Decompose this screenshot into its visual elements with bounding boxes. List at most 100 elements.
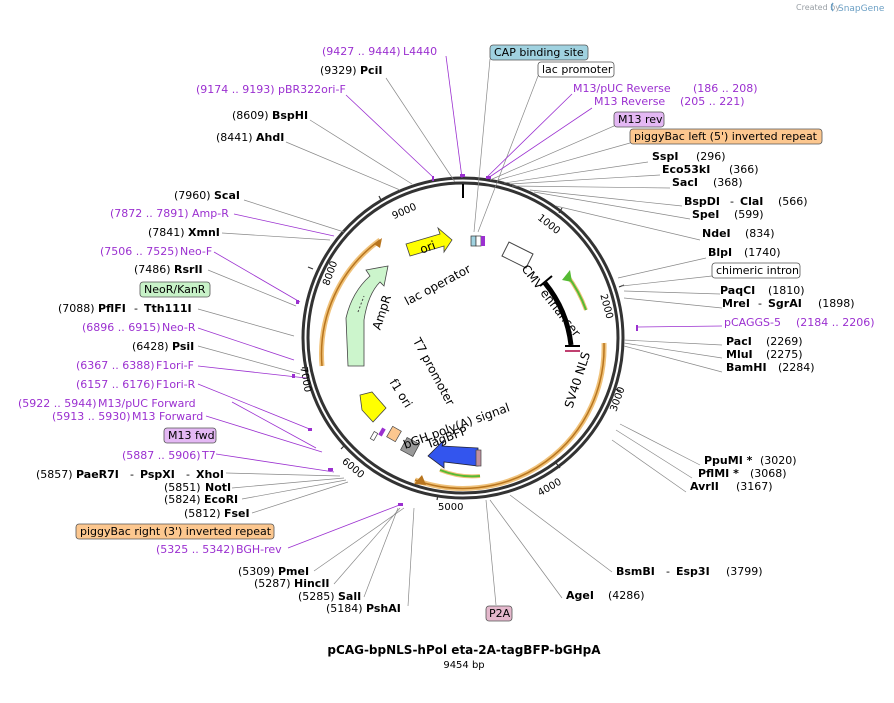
xmni-pos: (7841) <box>148 226 185 239</box>
bsphi-pos: (8609) <box>232 109 269 122</box>
t7-mark <box>369 431 379 441</box>
bsmbi-dash: - <box>666 565 670 578</box>
primer-marks <box>292 174 638 506</box>
scai-label: ScaI <box>214 189 240 202</box>
ndei-label: NdeI <box>702 227 731 240</box>
ahdi-label: AhdI <box>256 131 284 144</box>
eco53ki-label: Eco53kI <box>662 163 710 176</box>
pflfi-pos: (7088) <box>58 302 95 315</box>
backbone-ring-outer <box>301 176 625 500</box>
piggybac-left-box <box>629 128 823 145</box>
neo-f-pos: (7506 .. 7525) <box>100 245 179 258</box>
m13-rev-label-box <box>613 111 665 128</box>
paer7i-label: PaeR7I <box>76 468 119 481</box>
sali-label: SalI <box>338 590 361 603</box>
paqci-label: PaqCI <box>720 284 755 297</box>
snapgene-brand: SnapGene <box>838 4 885 14</box>
ampr-arrow <box>345 265 389 367</box>
psii-pos: (6428) <box>132 340 169 353</box>
ahdi-pos: (8441) <box>216 131 253 144</box>
mlui-label: MluI <box>726 348 753 361</box>
f1-ori-arrow <box>359 391 387 423</box>
grey-box <box>400 437 420 457</box>
tick-label-6000: 6000 <box>339 456 366 481</box>
backbone-ring-inner <box>306 181 620 495</box>
mrei-label: MreI <box>722 297 750 310</box>
amp-r-label: Amp-R <box>192 207 229 220</box>
neor-kanr-label: NeoR/KanR <box>144 283 206 296</box>
m13-reverse-label: M13 Reverse <box>594 95 665 108</box>
rsrii-pos: (7486) <box>134 263 171 276</box>
feature-label-lac-operator: lac operator <box>402 262 473 309</box>
p2a-label-box <box>485 605 513 622</box>
lac-promoter-label-box <box>537 61 615 78</box>
m13-fwd-mark <box>378 427 386 437</box>
ori-arrow <box>405 226 453 257</box>
hincii-pos: (5287) <box>254 577 291 590</box>
scai-pos: (7960) <box>174 189 211 202</box>
paqci-pos: (1810) <box>768 284 805 297</box>
xhoi-label: XhoI <box>196 468 224 481</box>
m13-forward-label: M13 Forward <box>132 410 203 423</box>
piggybac-right-box <box>75 523 275 540</box>
p2a-label: P2A <box>489 607 511 620</box>
feature-label-t7-promoter: T7 promoter <box>410 335 458 408</box>
bsmbi-label: BsmBI <box>616 565 655 578</box>
f1ori-r-label: F1ori-R <box>156 378 196 391</box>
paci-pos: (2269) <box>766 335 803 348</box>
pcaggs-label: pCAGGS-5 <box>724 316 781 329</box>
sgrai-label: SgrAI <box>768 297 802 310</box>
agei-pos: (4286) <box>608 589 645 602</box>
m13-puc-fwd-label: M13/pUC Forward <box>98 397 196 410</box>
m13-rev-label: M13 rev <box>618 113 663 126</box>
cargo-arrowhead <box>414 475 426 485</box>
pcaggs-pos: (2184 .. 2206) <box>796 316 875 329</box>
neo-r-pos: (6896 .. 6915) <box>82 321 161 334</box>
feature-label-cmv-enhancer: CMV enhancer <box>519 262 584 339</box>
f1ori-f-pos: (6367 .. 6388) <box>76 359 155 372</box>
agei-label: AgeI <box>566 589 594 602</box>
saci-label: SacI <box>672 176 698 189</box>
rsrii-label: RsrII <box>174 263 203 276</box>
m13-fwd-label-box <box>163 427 217 444</box>
ampr-orange-arc-core <box>320 239 381 367</box>
blpi-pos: (1740) <box>744 246 781 259</box>
bspdi-pos: (566) <box>778 195 808 208</box>
avrii-label: AvrII <box>690 480 719 493</box>
snapgene-logo-icon <box>830 2 834 12</box>
ndei-pos: (834) <box>745 227 775 240</box>
pflmi-label: PflMI * <box>698 467 739 480</box>
sspi-pos: (296) <box>696 150 726 163</box>
noti-label: NotI <box>205 481 231 494</box>
pcii-label: PciI <box>360 64 382 77</box>
neo-r-label: Neo-R <box>162 321 196 334</box>
tick-label-7000: 7000 <box>297 366 312 393</box>
lac-promoter-box <box>475 235 482 247</box>
cap-binding-site-box <box>489 44 589 61</box>
esp3i-label: Esp3I <box>676 565 710 578</box>
cap-binding-site-label: CAP binding site <box>494 46 584 59</box>
feature-label-f1-ori: f1 ori <box>387 376 415 410</box>
neo-f-label: Neo-F <box>180 245 212 258</box>
chimeric-intron-box <box>711 262 801 279</box>
paer7i-dash: - <box>130 468 134 481</box>
tick-label-5000: 5000 <box>438 502 463 513</box>
p2a-arrow-core <box>439 469 481 478</box>
paci-label: PacI <box>726 335 752 348</box>
ampr-orange-arrowhead <box>374 238 382 248</box>
bamhi-pos: (2284) <box>778 361 815 374</box>
f1ori-r-pos: (6157 .. 6176) <box>76 378 155 391</box>
m13-rev-box-mark <box>481 236 485 246</box>
plasmid-name: pCAG-bpNLS-hPol eta-2A-tagBFP-bGHpA <box>327 643 601 657</box>
ppumi-label: PpuMI * <box>704 454 753 467</box>
hincii-label: HincII <box>294 577 330 590</box>
pcii-pos: (9329) <box>320 64 357 77</box>
m13-forward-pos: (5913 .. 5930) <box>52 410 131 423</box>
lac-promoter-label: lac promoter <box>542 63 613 76</box>
left-callout-lines <box>197 55 463 607</box>
cmv-white-box <box>501 241 534 269</box>
amp-r-pos: (7872 .. 7891) <box>110 207 189 220</box>
m13-puc-fwd-pos: (5922 .. 5944) <box>18 397 97 410</box>
feature-label-ampr: AmpR <box>370 293 394 331</box>
created-by-text: Created by <box>796 3 840 12</box>
